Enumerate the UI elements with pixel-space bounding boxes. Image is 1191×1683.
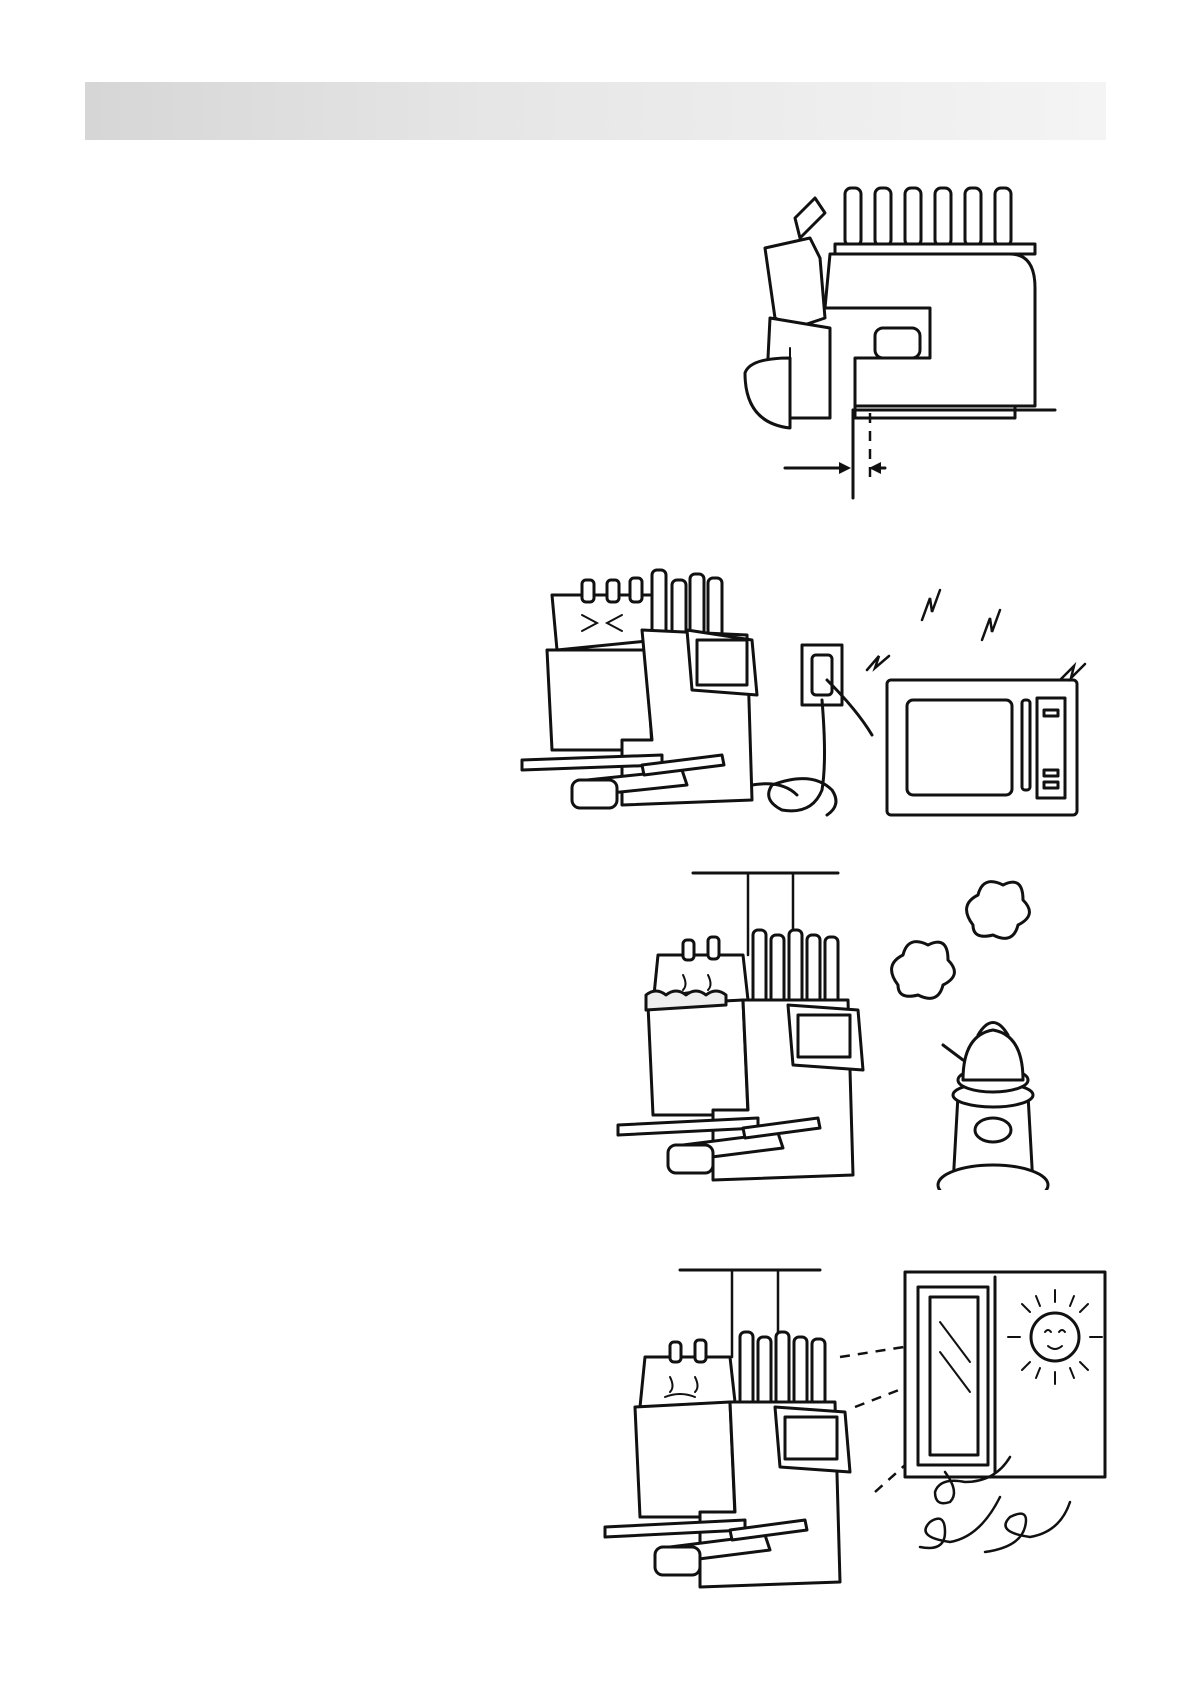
embroidery-machine-icon (605, 1270, 850, 1587)
embroidery-machine-icon (522, 570, 757, 808)
humidity-kettle-heater-illustration (608, 865, 1078, 1190)
direct-sunlight-window-illustration (600, 1262, 1110, 1602)
microwave-icon (887, 680, 1077, 815)
embroidery-machine-side-icon (735, 178, 1065, 503)
kettle-heater-icon (892, 882, 1048, 1190)
sun-window-icon (905, 1272, 1105, 1552)
section-header-band (85, 82, 1106, 140)
interference-microwave-illustration (512, 560, 1112, 825)
clearance-side-view-illustration (735, 178, 1065, 503)
embroidery-machine-icon (618, 873, 863, 1180)
